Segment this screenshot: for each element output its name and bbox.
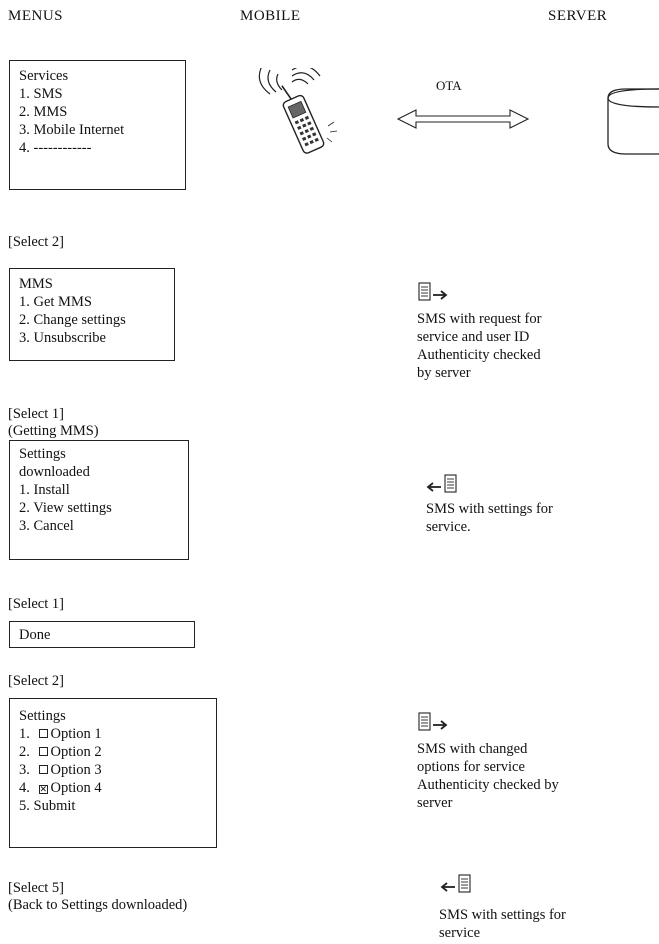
- menu-item: 2. MMS: [19, 103, 67, 121]
- arrow-right-icon: [432, 720, 448, 730]
- option-label: Option 3: [51, 762, 102, 778]
- menu-item: 1. Install: [19, 481, 70, 499]
- checkbox-icon: [39, 729, 48, 738]
- select-step: [Select 1]: [8, 596, 64, 613]
- header-server: SERVER: [548, 8, 607, 25]
- option-label: Option 1: [51, 726, 102, 742]
- arrow-left-icon: [440, 882, 456, 892]
- menu-title: Settings: [19, 707, 66, 725]
- note-sms-settings: SMS with settings for service: [439, 906, 569, 942]
- option-row: 3. Option 3: [19, 761, 102, 779]
- ota-double-arrow-icon: [396, 108, 530, 130]
- mobile-phone-icon: [252, 68, 344, 158]
- sms-document-icon: [458, 874, 482, 896]
- menu-title: downloaded: [19, 463, 90, 481]
- option-number: 2.: [19, 744, 30, 760]
- arrow-left-icon: [426, 482, 442, 492]
- option-label: Option 4: [51, 780, 102, 796]
- option-label: Option 2: [51, 744, 102, 760]
- note-sms-changed: SMS with changed options for service Aut…: [417, 740, 567, 812]
- server-database-icon: [602, 76, 659, 162]
- ota-label: OTA: [436, 78, 462, 94]
- menu-item: 1. SMS: [19, 85, 63, 103]
- option-number: 1.: [19, 726, 30, 742]
- header-menus: MENUS: [8, 8, 63, 25]
- menu-item: 2. Change settings: [19, 311, 126, 329]
- menu-mms: MMS 1. Get MMS 2. Change settings 3. Uns…: [9, 268, 175, 361]
- option-row: 1. Option 1: [19, 725, 102, 743]
- note-sms-settings: SMS with settings for service.: [426, 500, 566, 536]
- checkbox-icon: [39, 747, 48, 756]
- arrow-right-icon: [432, 290, 448, 300]
- option-row: 4. ✕Option 4: [19, 779, 102, 797]
- menu-item: 1. Get MMS: [19, 293, 92, 311]
- checkbox-checked-icon: ✕: [39, 785, 48, 794]
- header-mobile: MOBILE: [240, 8, 301, 25]
- select-step-note: (Getting MMS): [8, 423, 99, 440]
- sms-document-icon: [444, 474, 468, 496]
- option-row: 2. Option 2: [19, 743, 102, 761]
- menu-item: 4. ------------: [19, 139, 91, 157]
- menu-item: 2. View settings: [19, 499, 112, 517]
- done-label: Done: [19, 626, 50, 644]
- select-step: [Select 1]: [8, 406, 64, 423]
- option-number: 3.: [19, 762, 30, 778]
- select-step: [Select 2]: [8, 673, 64, 690]
- menu-settings-options: Settings 1. Option 1 2. Option 2 3. Opti…: [9, 698, 217, 848]
- menu-done: Done: [9, 621, 195, 648]
- note-sms-request: SMS with request for service and user ID…: [417, 310, 557, 382]
- menu-settings-downloaded: Settings downloaded 1. Install 2. View s…: [9, 440, 189, 560]
- menu-item: 3. Cancel: [19, 517, 74, 535]
- select-step: [Select 2]: [8, 234, 64, 251]
- option-number: 4.: [19, 780, 30, 796]
- menu-item: 5. Submit: [19, 797, 75, 815]
- select-step: [Select 5]: [8, 880, 64, 897]
- select-step-note: (Back to Settings downloaded): [8, 897, 187, 914]
- menu-title: MMS: [19, 275, 53, 293]
- menu-title: Services: [19, 67, 68, 85]
- menu-item: 3. Unsubscribe: [19, 329, 106, 347]
- menu-title: Settings: [19, 445, 66, 463]
- menu-item: 3. Mobile Internet: [19, 121, 124, 139]
- menu-services: Services 1. SMS 2. MMS 3. Mobile Interne…: [9, 60, 186, 190]
- checkbox-icon: [39, 765, 48, 774]
